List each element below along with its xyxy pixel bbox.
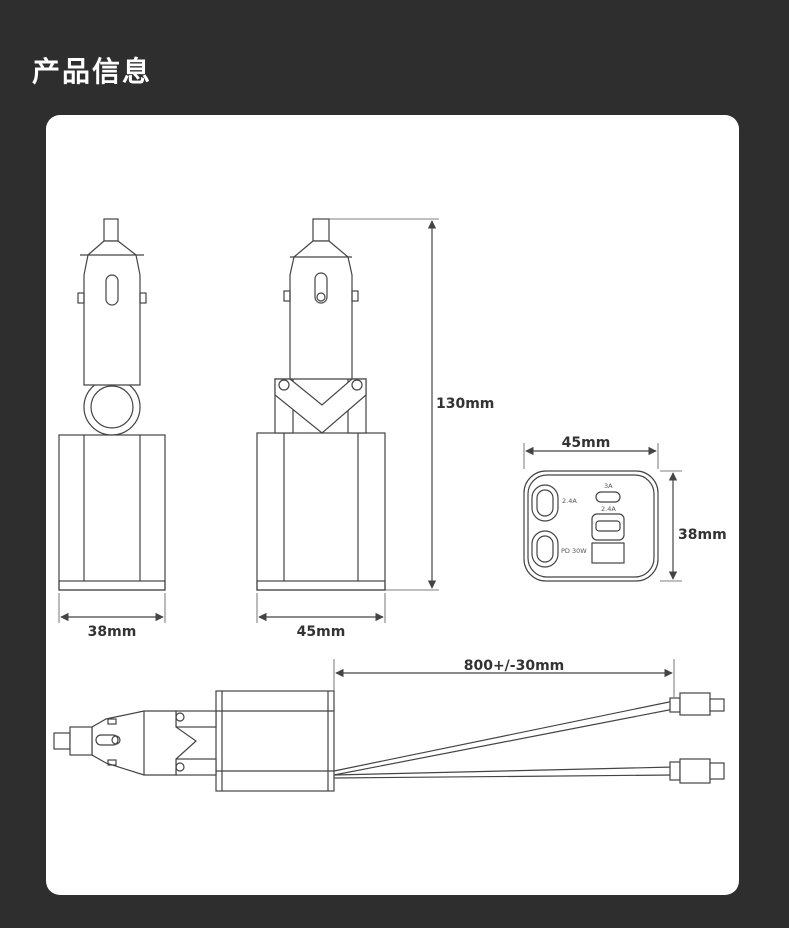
- ports-height-label: 38mm: [678, 527, 727, 543]
- technical-drawing: 38mm 45mm 130mm: [53, 218, 727, 792]
- ports-view-drawing: 3A 2.4A 2.4A PD 30W: [523, 470, 659, 582]
- usb-c-port-left-top: [531, 484, 559, 522]
- side-view-drawing: [58, 218, 166, 591]
- display-window: [591, 542, 625, 564]
- cable-connector-top-strain: [669, 697, 681, 713]
- ports-width-label: 45mm: [562, 435, 611, 451]
- port-label-2-4a-left: 2.4A: [562, 497, 577, 505]
- side-width-label: 38mm: [88, 624, 137, 640]
- port-label-pd: PD 30W: [561, 547, 587, 555]
- ports-height-dimension: 38mm: [660, 470, 727, 582]
- cable-length-label: 800+/-30mm: [464, 658, 565, 674]
- page-title: 产品信息: [32, 55, 153, 88]
- usb-c-port-3a: [595, 491, 621, 503]
- diagram-card: 38mm 45mm 130mm: [46, 115, 739, 895]
- usb-c-port-left-bottom: [531, 530, 559, 568]
- side-width-dimension: 38mm: [58, 593, 166, 640]
- ports-width-dimension: 45mm: [523, 435, 659, 469]
- cable-connector-bottom-strain: [669, 761, 681, 781]
- usb-a-port: [591, 513, 625, 541]
- port-label-3a: 3A: [604, 482, 613, 490]
- port-label-2-4a-usb: 2.4A: [601, 505, 616, 513]
- front-width-label: 45mm: [297, 624, 346, 640]
- cable-connector-top: [679, 692, 711, 716]
- cable-length-dimension: 800+/-30mm: [333, 658, 675, 697]
- cables: [333, 692, 725, 784]
- height-dimension: 130mm: [329, 218, 494, 591]
- front-view-drawing: [256, 218, 386, 591]
- height-label: 130mm: [436, 396, 494, 412]
- cable-view-drawing: [53, 690, 335, 792]
- front-width-dimension: 45mm: [256, 593, 386, 640]
- cable-connector-bottom: [679, 758, 711, 784]
